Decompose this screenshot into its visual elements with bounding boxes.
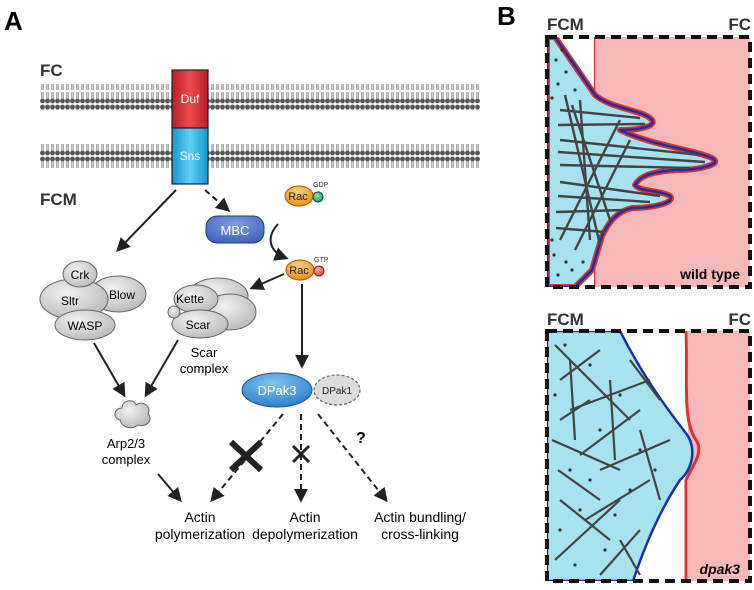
dots-bottom <box>553 343 657 567</box>
top-fcm-label: FCM <box>547 15 584 34</box>
dpak3-node <box>241 372 313 408</box>
wild-type-cells <box>547 37 750 287</box>
dpak3-cells <box>547 331 750 581</box>
question-mark: ? <box>356 430 366 447</box>
duf-label: Duf <box>181 92 200 106</box>
scar-small-subunit <box>167 305 181 319</box>
scar-label: Scar <box>186 318 211 332</box>
output-polymerization-2: polymerization <box>155 526 245 542</box>
scar-node <box>171 309 229 339</box>
gdp-ball <box>312 191 324 203</box>
bottom-fc-label: FC <box>728 310 751 329</box>
gdp-label: GDP <box>313 182 329 189</box>
panel-a-label: A <box>4 6 23 36</box>
arp23-node <box>114 400 151 429</box>
mbc-label: MBC <box>221 223 250 238</box>
arrow-wasp-to-arp <box>93 342 126 398</box>
arp23-caption-1: Arp2/3 <box>107 436 145 451</box>
gtp-label: GTP <box>314 257 329 264</box>
fc-membrane <box>40 84 480 110</box>
rac-gdp-label: Rac <box>288 191 308 203</box>
scar-complex-caption-1: Scar <box>191 345 218 360</box>
fc-label: FC <box>40 61 63 80</box>
actin-network-bottom <box>551 344 671 576</box>
arrow-dpak3-to-bundling <box>317 413 388 503</box>
output-bundling-2: cross-linking <box>381 526 459 542</box>
arp23-caption-2: complex <box>102 452 151 467</box>
actin-bundles-top <box>555 94 706 251</box>
top-caption: wild type <box>679 266 740 282</box>
arrow-sns-to-crk <box>116 189 177 253</box>
top-fc-label: FC <box>728 15 751 34</box>
wasp-label: WASP <box>68 319 103 333</box>
output-polymerization-1: Actin <box>184 509 215 525</box>
sltr-label: Sltr <box>61 294 79 308</box>
dpak1-label: DPak1 <box>322 386 352 397</box>
blow-label: Blow <box>109 288 135 302</box>
wasp-complex: Crk Sltr Blow WASP <box>39 260 147 341</box>
wasp-node <box>54 309 116 341</box>
dpak1-node <box>313 374 361 406</box>
rac-gtp-label: Rac <box>289 265 309 277</box>
arrow-rac-to-scar <box>249 273 285 290</box>
arrow-rac-activation <box>269 223 289 261</box>
frame-top <box>545 35 752 289</box>
small-x-icon <box>291 444 311 464</box>
inhibition-x-icon <box>228 439 264 473</box>
fcm-cell-top-outline <box>547 37 717 287</box>
panel-b-label: B <box>497 1 516 31</box>
output-depolymerization-2: depolymerization <box>252 526 358 542</box>
duf-receptor <box>171 69 209 129</box>
arrow-scar-to-arp <box>144 339 179 398</box>
fcm-label: FCM <box>40 190 77 209</box>
panel-a: A FC Duf Sns FCM MBC Rac GDP Rac GTP <box>4 6 480 542</box>
bottom-caption: dpak3 <box>700 561 741 577</box>
bottom-fcm-label: FCM <box>547 310 584 329</box>
arrow-sns-to-mbc <box>204 189 231 212</box>
scar-complex: Kette Scar Scar complex <box>167 277 257 376</box>
crk-label: Crk <box>71 268 91 282</box>
gtp-ball <box>313 265 325 277</box>
dots-top <box>550 48 585 277</box>
dpak3-label: DPak3 <box>257 383 296 398</box>
kette-label: Kette <box>176 292 204 306</box>
arrow-arp-to-polymerization <box>157 473 182 503</box>
fcm-membrane <box>40 142 480 168</box>
fcm-cell-bottom <box>547 331 694 581</box>
frame-bottom <box>545 329 752 583</box>
panel-b: B FCM FC <box>497 1 752 583</box>
fc-membrane-bottom <box>684 331 701 581</box>
scar-complex-caption-2: complex <box>180 361 229 376</box>
sns-receptor <box>171 127 209 185</box>
output-bundling-1: Actin bundling/ <box>374 509 466 525</box>
output-depolymerization-1: Actin <box>289 509 320 525</box>
crk-node <box>62 260 98 288</box>
mbc-node <box>205 215 265 244</box>
sns-label: Sns <box>180 149 201 163</box>
